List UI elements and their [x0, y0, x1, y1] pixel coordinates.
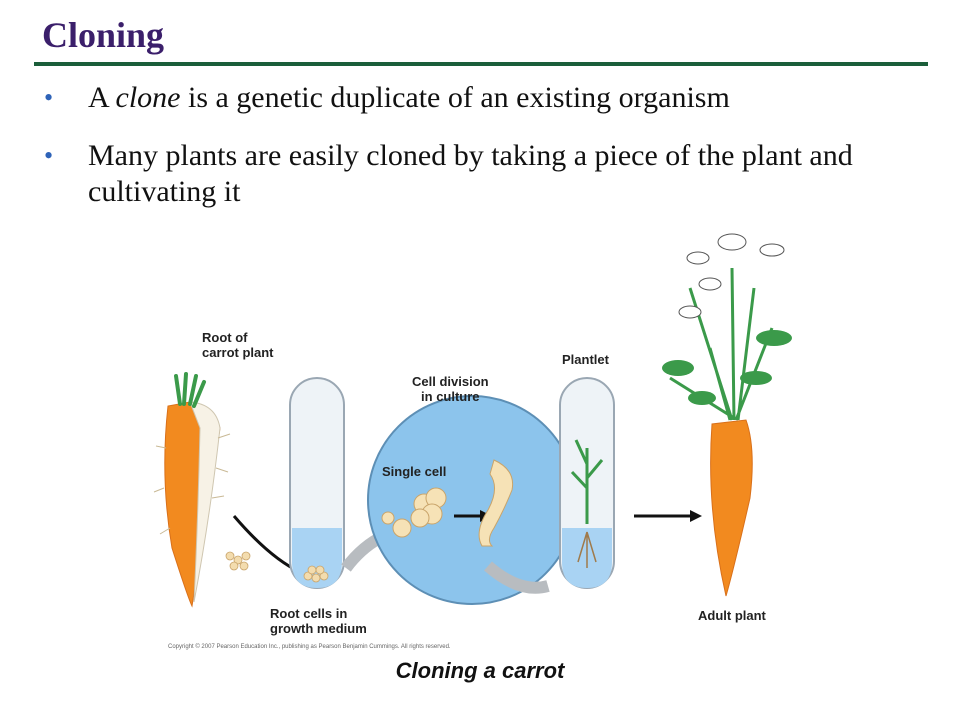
bullet-text-pre: A [88, 81, 116, 114]
title-divider [34, 62, 928, 66]
test-tube-growth-medium [289, 377, 345, 589]
bullet-item: • Many plants are easily cloned by takin… [44, 138, 934, 210]
diagram-illustration [153, 233, 792, 608]
copyright-notice: Copyright © 2007 Pearson Education Inc.,… [168, 644, 451, 650]
slide-title: Cloning [42, 15, 165, 55]
carrot-root-illustration [153, 372, 231, 608]
bullet-dot-icon: • [44, 141, 54, 170]
test-tube-plantlet [559, 377, 615, 589]
loose-cells-illustration [225, 551, 251, 571]
bullet-text-post: is a genetic duplicate of an existing or… [180, 81, 730, 114]
cell-division-circle [367, 395, 577, 605]
label-cell-division: Cell division in culture [412, 374, 489, 404]
carrot-cloning-diagram: Root of carrot plant Cell division in cu… [150, 228, 830, 658]
bullet-dot-icon: • [44, 83, 54, 112]
bullet-text: Many plants are easily cloned by taking … [88, 139, 853, 208]
label-root-cells: Root cells in growth medium [270, 606, 367, 636]
bullet-text-em: clone [115, 81, 181, 114]
figure-caption: Cloning a carrot [395, 658, 565, 683]
label-single-cell: Single cell [382, 464, 447, 479]
label-plantlet: Plantlet [562, 352, 609, 367]
label-root-of-carrot: Root of carrot plant [202, 330, 274, 360]
bullet-list: • A clone is a genetic duplicate of an e… [44, 80, 934, 232]
label-adult-plant: Adult plant [698, 608, 766, 623]
adult-carrot-plant [662, 233, 792, 597]
bullet-item: • A clone is a genetic duplicate of an e… [44, 80, 934, 116]
